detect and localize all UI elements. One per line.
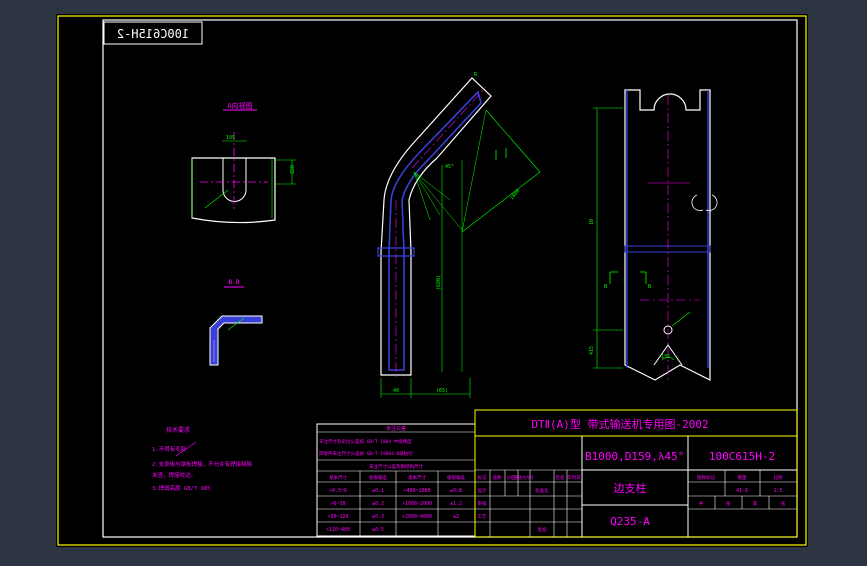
tol-header: 基本尺寸: [408, 474, 426, 481]
dim-10: 10: [589, 219, 595, 225]
right-label: 图样标记: [697, 474, 715, 481]
sheet-label: 张: [781, 500, 786, 507]
material: Q235-A: [610, 515, 650, 528]
section-b-marker-right: B: [648, 284, 651, 290]
note-line-3: 夹渣，焊接咬边。: [152, 471, 196, 479]
tol-cell: ±1.2: [450, 501, 462, 507]
sign-label: 年月日: [567, 474, 581, 481]
tol-header: 极限偏差: [447, 474, 465, 481]
weight-value: 41.8: [736, 488, 748, 494]
tol-note-2: 焊接件未注尺寸公差按 GB/T 19804 B级执行: [319, 450, 413, 457]
note-line-1: 1.不得有毛刺: [152, 445, 187, 453]
tol-cell: >2000~4000: [402, 514, 432, 520]
inner-frame: [102, 19, 798, 538]
dim-45deg: 45°: [445, 164, 454, 170]
sign-label: 更改文件号: [514, 474, 534, 480]
dim-680: (680): [436, 275, 442, 290]
section-a-label: A向视图: [227, 101, 252, 110]
sign-label: 分区: [507, 474, 516, 481]
tol-cell: >400~1000: [403, 488, 430, 494]
tol-cell: >1000~2000: [402, 501, 432, 507]
section-b-label: B-B: [229, 279, 240, 286]
notes-heading: 技术要求: [166, 426, 190, 434]
tol-cell: >120~400: [326, 527, 350, 533]
tol-header: 极限偏差: [369, 474, 387, 481]
stamp-box: 100C615H-2: [103, 21, 203, 45]
sign-label: 签名: [556, 474, 565, 481]
tol-cell: ±0.2: [372, 501, 384, 507]
sign-label: 标记: [478, 474, 487, 481]
tol-cell: >0.5~6: [329, 488, 347, 494]
sign-label: 处数: [493, 474, 502, 481]
spec-text: B1000,D159,λ45°: [585, 450, 684, 463]
tol-cell: ±2: [453, 514, 459, 520]
technical-notes: 技术要求 1.不得有毛刺 2.支承板与钢板焊接，不允许有焊接缺陷 夹渣，焊接咬边…: [152, 426, 252, 492]
tol-cell: ±0.3: [372, 514, 384, 520]
tol-note-1: 未注尺寸及形位公差按 GB/T 1804 中级精度: [319, 438, 412, 445]
dim-135: 135: [661, 354, 670, 360]
part-name: 边支柱: [614, 481, 647, 495]
section-b-marker-left: B: [604, 284, 607, 290]
outer-border: [57, 15, 807, 546]
stamp-text: 100C615H-2: [117, 27, 189, 41]
role-label: 设计: [478, 487, 487, 494]
right-label: 重量: [738, 474, 747, 481]
role-label: 工艺: [478, 514, 487, 520]
dim-65: (65): [436, 388, 448, 394]
dim-r: R: [474, 72, 478, 78]
right-label: 比例: [774, 474, 783, 481]
dim-40: 40: [393, 388, 399, 394]
section-bb-view: B-B: [209, 279, 263, 366]
role-label: 批准: [538, 526, 547, 533]
bent-post-view: 40 (65) (680) 1800 45° R: [377, 72, 541, 398]
tol-cell: ±0.8: [450, 488, 462, 494]
title-block: DTⅡ(A)型 带式输送机专用图-2002 标记 处数 分区 更改文件号 签名 …: [474, 409, 798, 538]
tol-cell: >6~30: [330, 501, 345, 507]
note-line-2: 2.支承板与钢板焊接，不允许有焊接缺陷: [152, 460, 252, 468]
tol-cell: >30~120: [327, 514, 348, 520]
tol-title: 未注公差: [386, 425, 406, 432]
sheet-label: 第: [753, 500, 758, 507]
dim-195: 195: [226, 135, 235, 141]
tol-cell: ±0.5: [372, 527, 384, 533]
sheet-label: 共: [699, 500, 704, 507]
drawing-paper: [56, 14, 808, 547]
front-view: 415 10 B B 135: [589, 89, 718, 382]
tol-subtitle: 未注尺寸公差及钢结构尺寸: [369, 463, 423, 470]
tol-cell: ±0.1: [372, 488, 384, 494]
section-a-view: A向视图 195 220: [191, 101, 296, 224]
drawing-number: 100C615H-2: [709, 450, 775, 463]
tol-header: 基本尺寸: [329, 474, 347, 481]
note-line-4: 3.焊缝高度 GB/T 985: [152, 484, 210, 492]
sheet-label: 张: [726, 500, 731, 507]
main-title: DTⅡ(A)型 带式输送机专用图-2002: [531, 417, 708, 431]
role-label: 标准化: [535, 487, 549, 494]
role-label: 审核: [478, 500, 487, 507]
dim-220: 220: [290, 165, 296, 174]
scale-value: 1:5: [773, 488, 782, 494]
dim-415: 415: [589, 346, 595, 355]
